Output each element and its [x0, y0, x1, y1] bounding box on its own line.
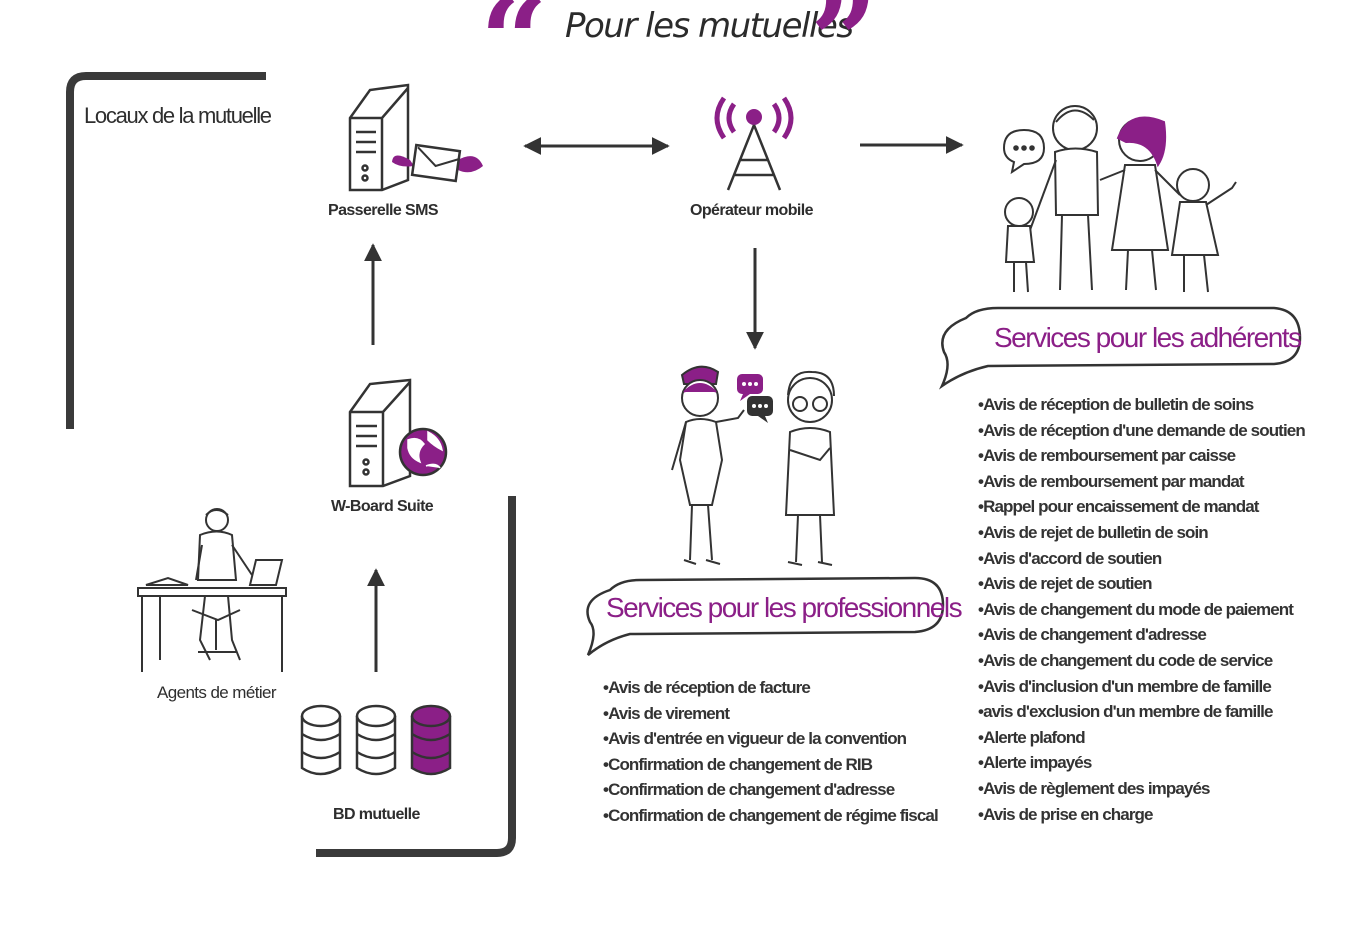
bubble-adherents: [938, 306, 1302, 390]
list-item: Avis de réception de bulletin de soins: [978, 392, 1305, 418]
adherents-list: Avis de réception de bulletin de soinsAv…: [978, 392, 1306, 828]
locaux-bracket-bottom: [316, 496, 516, 857]
agents-label: Agents de métier: [157, 683, 277, 702]
database-icon: [300, 704, 452, 776]
locaux-bracket-top: [66, 72, 266, 429]
list-item: Avis de virement: [603, 701, 938, 727]
list-item: Rappel pour encaissement de mandat: [978, 494, 1305, 520]
list-item: Avis d'inclusion d'un membre de famille: [978, 674, 1305, 700]
operateur-label: Opérateur mobile: [690, 202, 813, 219]
agent-at-desk-icon: [137, 508, 287, 672]
wboard-server-icon: [348, 378, 412, 488]
locaux-label: Locaux de la mutuelle: [84, 103, 272, 128]
list-item: Avis d'entrée en vigueur de la conventio…: [603, 726, 938, 752]
list-item: Avis de prise en charge: [978, 802, 1305, 828]
doctor-icon: [784, 370, 836, 566]
antenna-icon: [714, 96, 794, 191]
open-quote-icon: “: [480, 0, 548, 110]
professionnels-title: Services pour les professionnels: [606, 592, 963, 623]
passerelle-label: Passerelle SMS: [328, 202, 439, 219]
speech-bubble-icon: [737, 374, 773, 423]
wboard-label: W-Board Suite: [331, 498, 434, 515]
list-item: Avis de changement du mode de paiement: [978, 597, 1305, 623]
list-item: Avis de changement du code de service: [978, 648, 1305, 674]
list-item: Confirmation de changement de régime fis…: [603, 803, 939, 829]
list-item: Avis d'accord de soutien: [978, 546, 1305, 572]
nurse-icon: [671, 365, 745, 565]
bubble-professionnels: [586, 576, 945, 656]
list-item: Confirmation de changement d'adresse: [603, 777, 938, 803]
list-item: Avis de remboursement par mandat: [978, 469, 1305, 495]
close-quote-icon: ”: [810, 0, 878, 110]
professionnels-list: Avis de réception de factureAvis de vire…: [603, 675, 939, 829]
list-item: Avis de réception de facture: [603, 675, 938, 701]
list-item: Avis de remboursement par caisse: [978, 443, 1305, 469]
server-icon: [348, 83, 410, 192]
list-item: Avis de rejet de bulletin de soin: [978, 520, 1305, 546]
globe-icon: [398, 427, 448, 477]
list-item: Avis de règlement des impayés: [978, 776, 1305, 802]
list-item: Confirmation de changement de RIB: [603, 752, 938, 778]
winged-envelope-icon: [392, 143, 483, 183]
list-item: Alerte plafond: [978, 725, 1305, 751]
adherents-title: Services pour les adhérents: [994, 322, 1302, 353]
family-icon: [1002, 105, 1237, 293]
list-item: avis d'exclusion d'un membre de famille: [978, 699, 1305, 725]
list-item: Avis de réception d'une demande de souti…: [978, 418, 1306, 444]
list-item: Alerte impayés: [978, 750, 1305, 776]
page-title: Pour les mutuelles: [565, 6, 854, 46]
list-item: Avis de changement d'adresse: [978, 622, 1305, 648]
bd-label: BD mutuelle: [333, 806, 420, 823]
list-item: Avis de rejet de soutien: [978, 571, 1305, 597]
